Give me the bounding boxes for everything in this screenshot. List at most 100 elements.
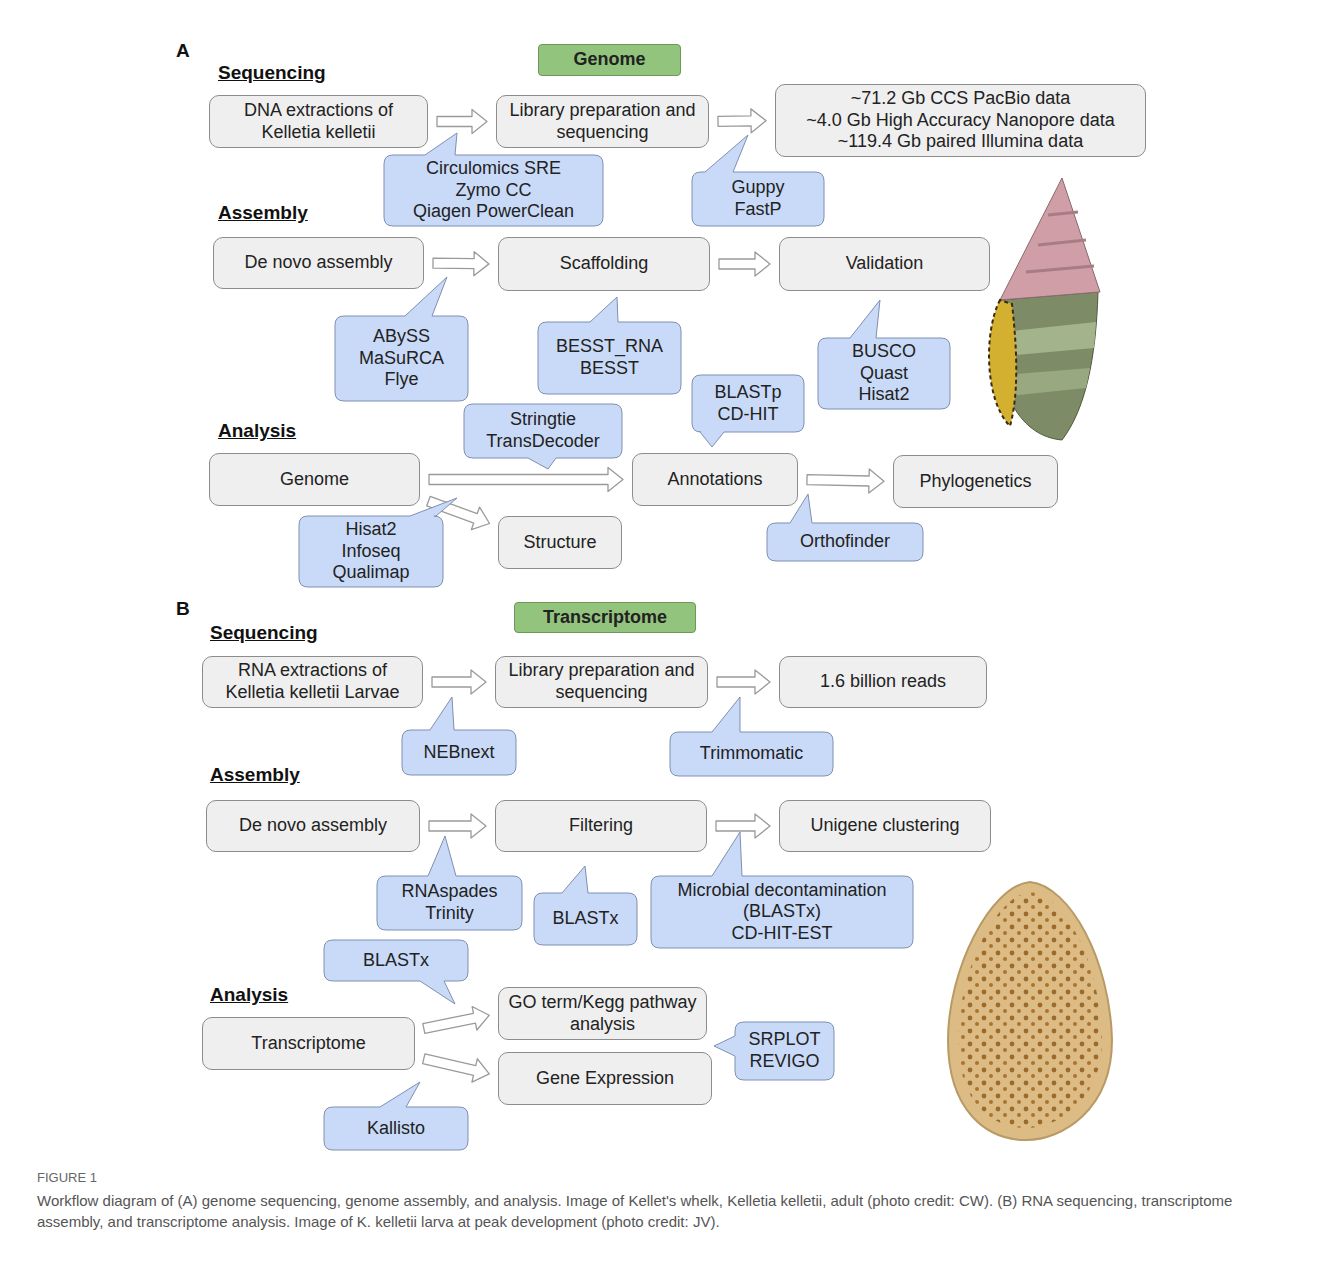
node-text: BESST (580, 358, 639, 380)
tool-callout: BUSCOQuastHisat2 (818, 338, 950, 409)
section-header: Genome (538, 44, 681, 76)
process-box: GO term/Kegg pathway analysis (498, 987, 707, 1040)
node-text: Hisat2 (345, 519, 396, 541)
node-text: Genome (280, 469, 349, 491)
node-text: RNAspades (401, 881, 497, 903)
callout-outline (384, 133, 603, 226)
tool-callout: BLASTx (534, 893, 637, 945)
shell-band (1003, 322, 1096, 356)
node-text: Filtering (569, 815, 633, 837)
node-text: Library preparation and sequencing (504, 660, 699, 703)
process-box: RNA extractions of Kelletia kelletii Lar… (202, 656, 423, 708)
flow-arrow (423, 1054, 490, 1082)
node-text: Stringtie (510, 409, 576, 431)
flow-arrow (432, 670, 486, 694)
node-text: Kallisto (367, 1118, 425, 1140)
node-text: Quast (860, 363, 908, 385)
node-text: De novo assembly (244, 252, 392, 274)
section-label: Analysis (210, 984, 288, 1006)
callout-outline (538, 297, 681, 394)
process-box: Gene Expression (498, 1052, 712, 1105)
shell-aperture (989, 300, 1016, 426)
process-box: Scaffolding (498, 237, 710, 291)
node-text: DNA extractions of Kelletia kelletii (218, 100, 419, 143)
node-text: Annotations (667, 469, 762, 491)
node-text: Validation (846, 253, 924, 275)
callout-outline (299, 498, 457, 587)
process-box: Annotations (632, 453, 798, 506)
node-text: Transcriptome (543, 607, 667, 629)
node-text: GO term/Kegg pathway analysis (507, 992, 698, 1035)
process-box: De novo assembly (213, 237, 424, 289)
node-text: MaSuRCA (359, 348, 444, 370)
flow-arrow (429, 814, 486, 838)
node-text: Structure (523, 532, 596, 554)
flow-arrow (719, 252, 770, 276)
flow-arrow (717, 670, 770, 694)
section-label: Assembly (210, 764, 300, 786)
section-label: Analysis (218, 420, 296, 442)
callout-outline (377, 836, 522, 930)
node-text: Orthofinder (800, 531, 890, 553)
process-box: Validation (779, 237, 990, 291)
node-text: Flye (384, 369, 418, 391)
node-text: Trimmomatic (700, 743, 803, 765)
tool-callout: NEBnext (402, 730, 516, 775)
node-text: Microbial decontamination (677, 880, 886, 902)
node-text: TransDecoder (486, 431, 599, 453)
process-box: Filtering (495, 800, 707, 852)
flow-arrow (437, 110, 487, 134)
node-text: ~119.4 Gb paired Illumina data (838, 131, 1083, 153)
callout-outline (818, 300, 950, 409)
callout-outline (534, 866, 637, 945)
process-box: Phylogenetics (893, 455, 1058, 508)
process-box: Genome (209, 453, 420, 506)
callout-outline (402, 697, 516, 775)
node-text: Phylogenetics (919, 471, 1031, 493)
callout-outline (670, 697, 833, 776)
process-box: 1.6 billion reads (779, 656, 987, 708)
node-text: Transcriptome (251, 1033, 365, 1055)
tool-callout: Kallisto (324, 1107, 468, 1150)
tool-callout: Microbial decontamination(BLASTx)CD-HIT-… (651, 876, 913, 948)
flow-arrow (807, 469, 884, 493)
process-box: Structure (498, 516, 622, 569)
callout-outline (324, 940, 468, 1004)
node-text: Library preparation and sequencing (505, 100, 700, 143)
tool-callout: ABySSMaSuRCAFlye (335, 316, 468, 401)
node-text: SRPLOT (748, 1029, 820, 1051)
tool-callout: RNAspadesTrinity (377, 876, 522, 930)
callout-outline (692, 135, 824, 226)
callout-outline (651, 832, 913, 948)
shell-spire (1000, 178, 1100, 300)
tool-callout: Circulomics SREZymo CCQiagen PowerClean (384, 155, 603, 226)
process-box: Library preparation and sequencing (496, 95, 709, 148)
flow-arrow (716, 814, 770, 838)
node-text: 1.6 billion reads (820, 671, 946, 693)
node-text: ~4.0 Gb High Accuracy Nanopore data (806, 110, 1115, 132)
tool-callout: BLASTpCD-HIT (692, 375, 804, 432)
node-text: RNA extractions of Kelletia kelletii Lar… (211, 660, 414, 703)
tool-callout: GuppyFastP (692, 172, 824, 226)
flow-arrow (423, 1006, 489, 1033)
flow-arrow (433, 252, 489, 276)
callout-outline (767, 494, 923, 561)
node-text: Qualimap (332, 562, 409, 584)
node-text: BLASTp (714, 382, 781, 404)
node-text: Trinity (425, 903, 473, 925)
node-text: BESST_RNA (556, 336, 663, 358)
section-label: Sequencing (210, 622, 318, 644)
section-label: Sequencing (218, 62, 326, 84)
larva-shell (948, 882, 1112, 1140)
node-text: De novo assembly (239, 815, 387, 837)
process-box: Transcriptome (202, 1017, 415, 1070)
process-box: De novo assembly (206, 800, 420, 852)
figure-number: FIGURE 1 (37, 1170, 97, 1185)
callout-outline (714, 1022, 834, 1080)
section-header: Transcriptome (514, 602, 696, 633)
tool-callout: BLASTx (324, 940, 468, 981)
node-text: Circulomics SRE (426, 158, 561, 180)
panel-letter: A (176, 40, 190, 62)
